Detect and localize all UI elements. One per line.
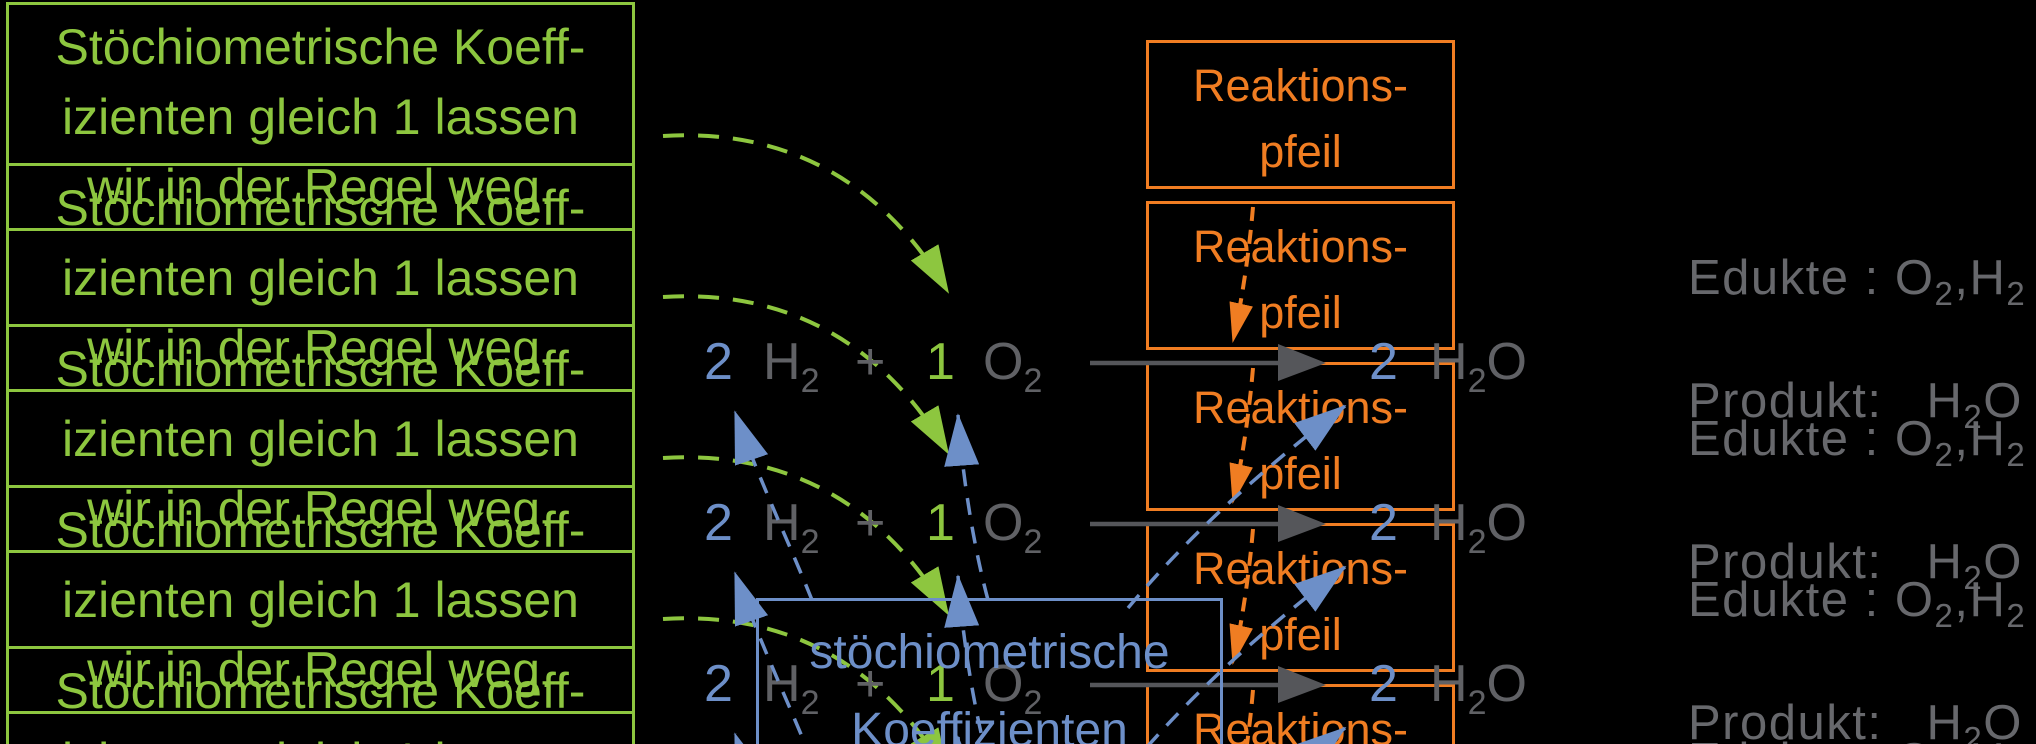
blue-dashed-arrow-to-coeff-h2 xyxy=(733,410,814,601)
edukte-line: Edukte : O2,H2 xyxy=(1688,734,2026,744)
formula-h2: H2 xyxy=(763,333,820,400)
edukte-h-subscript: 2 xyxy=(2006,597,2027,634)
green-note-line: Stöchiometrische Koeff- xyxy=(55,341,586,397)
formula-o2-subscript: 2 xyxy=(1023,684,1043,722)
green-note-box xyxy=(6,324,635,553)
edukte-o-subscript: 2 xyxy=(1934,436,1955,473)
edukte-h-subscript: 2 xyxy=(2006,275,2027,312)
green-note-text: Stöchiometrische Koeff- izienten gleich … xyxy=(6,334,635,544)
plus-sign: + xyxy=(855,494,886,552)
produkt-line: Produkt:H2O xyxy=(1688,696,2023,744)
green-note-line: izienten gleich 1 lassen xyxy=(62,572,579,628)
coefficient-h2o: 2 xyxy=(1369,494,1398,552)
formula-h2-subscript: 2 xyxy=(800,362,820,400)
reaction-arrow-label-box xyxy=(1146,40,1455,189)
formula-h2o: H2O xyxy=(1430,494,1527,561)
formula-o2-subscript: 2 xyxy=(1023,362,1043,400)
green-note-text: Stöchiometrische Koeff- izienten gleich … xyxy=(6,656,635,744)
formula-o2: O2 xyxy=(983,494,1043,561)
green-note-text: Stöchiometrische Koeff- izienten gleich … xyxy=(6,495,635,705)
reaction-arrow-label-line: Reaktions- xyxy=(1192,221,1409,272)
reaction-arrow-label-text: Reaktions- pfeil xyxy=(1146,53,1455,185)
stoich-coefficients-label-line: stöchiometrische xyxy=(809,626,1170,679)
green-note-line: wir in der Regel weg. xyxy=(87,320,554,376)
green-note-line: wir in der Regel weg. xyxy=(87,481,554,537)
green-note-line: izienten gleich 1 lassen xyxy=(62,250,579,306)
green-note-box xyxy=(6,2,635,231)
edukte-line: Edukte : O2,H2 xyxy=(1688,573,2027,634)
green-note-line: izienten gleich 1 lassen xyxy=(62,411,579,467)
blue-dashed-arrow-to-coeff-h2o xyxy=(1126,404,1347,610)
produkt-h-subscript: 2 xyxy=(1963,559,1984,596)
coefficient-o2: 1 xyxy=(926,655,955,713)
orange-dashed-arrow xyxy=(1229,206,1255,343)
green-note-line: Stöchiometrische Koeff- xyxy=(55,502,586,558)
produkt-line: Produkt:H2O xyxy=(1688,535,2023,596)
green-note-line: izienten gleich 1 lassen xyxy=(6,726,635,744)
coefficient-h2: 2 xyxy=(704,333,733,391)
stoich-coefficients-label-line: Koeffizienten xyxy=(851,704,1128,744)
green-dashed-arrow xyxy=(662,133,950,294)
produkt-line: Produkt:H2O xyxy=(1688,374,2023,435)
plus-sign: + xyxy=(855,333,886,391)
formula-h2o: H2O xyxy=(1430,655,1527,722)
formula-o2-subscript: 2 xyxy=(1023,523,1043,561)
green-note-line: izienten gleich 1 lassen xyxy=(62,89,579,145)
green-note-line: wir in der Regel weg. xyxy=(87,159,554,215)
produkt-h-subscript: 2 xyxy=(1963,398,1984,435)
green-note-box xyxy=(6,163,635,392)
formula-h2o-subscript: 2 xyxy=(1467,684,1487,722)
green-note-line: Stöchiometrische Koeff- xyxy=(55,180,586,236)
coefficient-h2o: 2 xyxy=(1369,655,1398,713)
edukte-line: Edukte : O2,H2 xyxy=(1688,412,2027,473)
blue-dashed-arrow-to-coeff-o2 xyxy=(944,413,990,601)
produkt-h-subscript: 2 xyxy=(1963,720,1984,744)
coefficient-o2: 1 xyxy=(926,333,955,391)
green-note-line: wir in der Regel weg. xyxy=(87,642,554,698)
reaction-arrow-label-line: Reaktions- xyxy=(1192,60,1409,111)
green-note-text: Stöchiometrische Koeff- izienten gleich … xyxy=(6,12,635,222)
reaction-arrow-label-line: pfeil xyxy=(1259,126,1342,177)
green-note-text: Stöchiometrische Koeff- izienten gleich … xyxy=(6,173,635,383)
formula-o2: O2 xyxy=(983,655,1043,722)
formula-h2o-subscript: 2 xyxy=(1467,523,1487,561)
plus-sign: + xyxy=(855,655,886,713)
edukte-h-subscript: 2 xyxy=(2006,436,2027,473)
formula-h2o: H2O xyxy=(1430,333,1527,400)
green-note-box xyxy=(6,485,635,714)
edukte-line: Edukte : O2,H2 xyxy=(1688,251,2027,312)
reaction-arrow-label-line: pfeil xyxy=(1259,287,1342,338)
green-note-line: Stöchiometrische Koeff- xyxy=(55,19,586,75)
stoich-coefficients-label-text: stöchiometrische Koeffizienten xyxy=(756,614,1223,744)
coefficient-h2o: 2 xyxy=(1369,333,1398,391)
coefficient-o2: 1 xyxy=(926,494,955,552)
green-note-line: Stöchiometrische Koeff- xyxy=(55,663,586,719)
reaction-arrow-label-text: Reaktions- pfeil xyxy=(1146,214,1455,346)
stoich-coefficients-label-box xyxy=(756,598,1223,744)
edukte-o-subscript: 2 xyxy=(1934,275,1955,312)
formula-h2o-subscript: 2 xyxy=(1467,362,1487,400)
coefficient-h2: 2 xyxy=(704,655,733,713)
reaction-arrow-head xyxy=(1278,344,1326,381)
formula-o2: O2 xyxy=(983,333,1043,400)
edukte-o-subscript: 2 xyxy=(1934,597,1955,634)
coefficient-h2: 2 xyxy=(704,494,733,552)
